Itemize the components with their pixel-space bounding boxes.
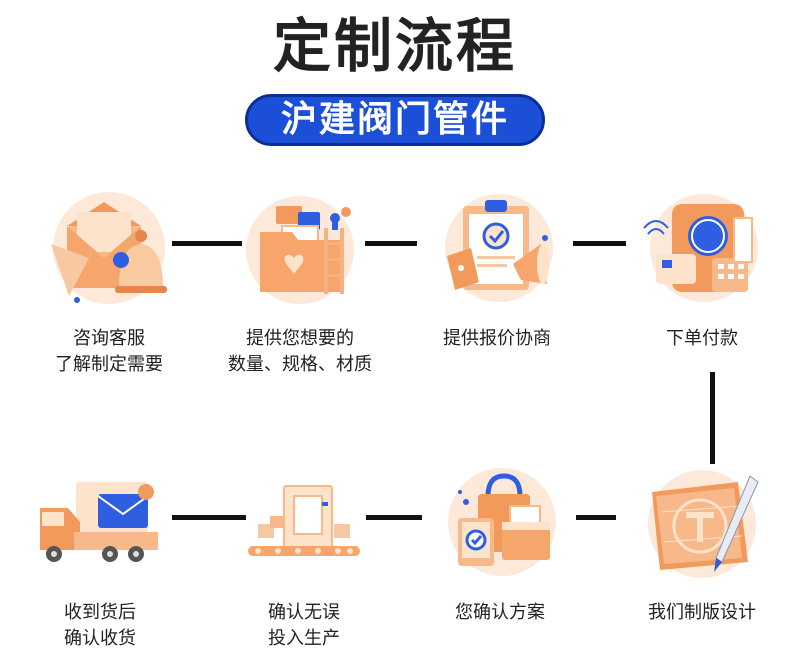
delivery-truck-icon (40, 462, 160, 582)
step-production-label: 确认无误 投入生产 (268, 602, 340, 649)
step-quote-label: 提供报价协商 (443, 328, 551, 349)
step-payment-label: 下单付款 (666, 328, 738, 349)
clipboard-megaphone-icon (437, 188, 557, 308)
connector-1-2 (172, 241, 242, 246)
connector-7-8 (172, 515, 246, 520)
production-line-icon (244, 462, 364, 582)
brand-badge: 沪建阀门管件 (245, 94, 545, 146)
step-consult-label: 咨询客服 了解制定需要 (55, 328, 163, 375)
connector-3-4 (573, 241, 626, 246)
folder-ladder-icon (240, 188, 360, 308)
step-specs-label: 提供您想要的 数量、规格、材质 (228, 328, 372, 375)
connector-5-6 (576, 515, 616, 520)
shopping-bag-box-icon (440, 462, 560, 582)
blueprint-pen-icon (642, 462, 762, 582)
step-design-label: 我们制版设计 (648, 602, 756, 623)
connector-6-7 (366, 515, 422, 520)
step-receive-label: 收到货后 确认收货 (64, 602, 136, 649)
connector-2-3 (365, 241, 417, 246)
connector-4-5 (710, 372, 715, 464)
payment-terminal-icon (642, 188, 762, 308)
page-title: 定制流程 (272, 12, 517, 80)
step-confirm-plan-label: 您确认方案 (455, 602, 545, 623)
envelope-bell-icon (49, 188, 169, 308)
